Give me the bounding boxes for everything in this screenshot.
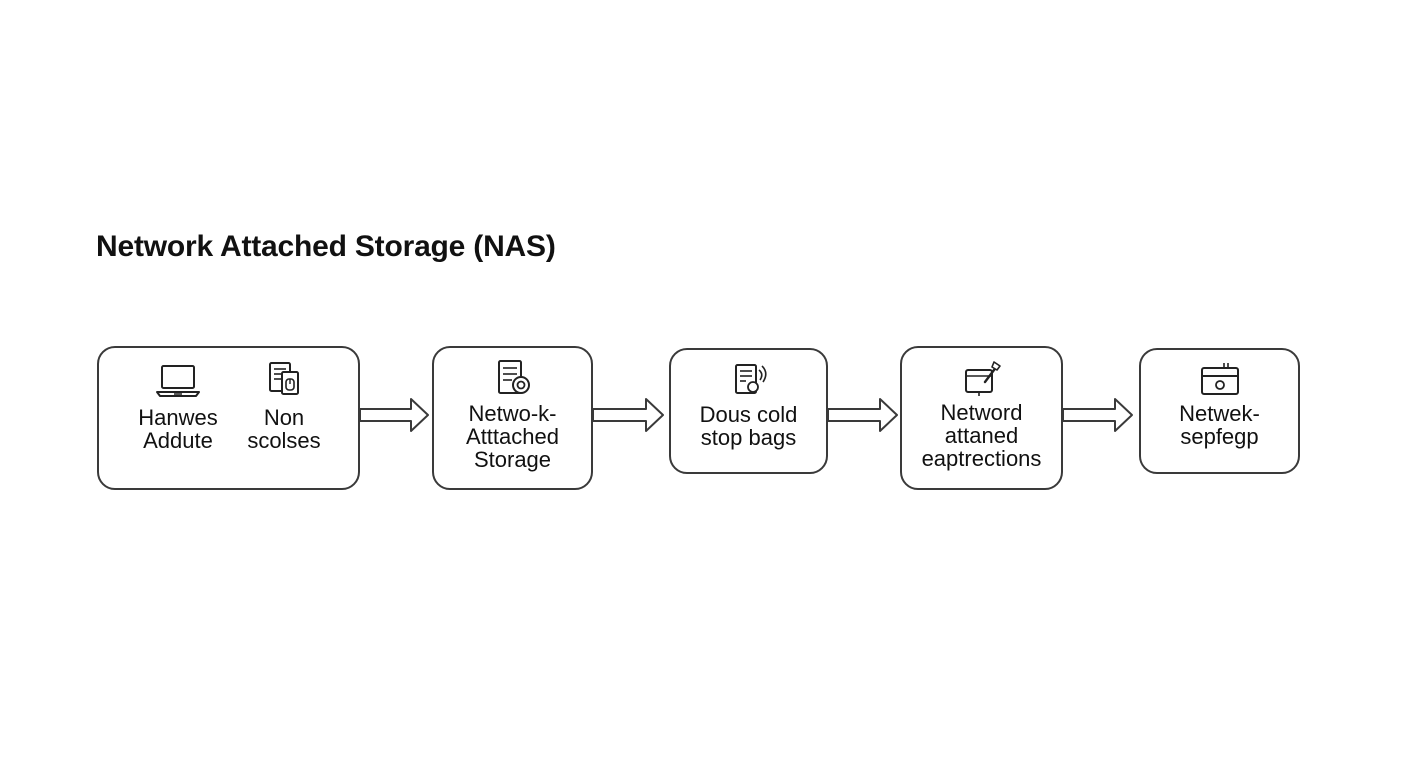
- storage-content: Dous cold stop bags: [669, 361, 828, 449]
- storage-label-line-1: Dous cold: [699, 402, 798, 427]
- document-signal-icon: [734, 364, 767, 394]
- nas-label-line-1: Netwo-k-: [468, 401, 557, 426]
- backup-label-line-2: sepfegp: [1180, 424, 1259, 449]
- client-label-line-1: Hanwes: [138, 405, 218, 430]
- nas-content: Netwo-k- Atttached Storage: [432, 358, 593, 471]
- flow-arrow: [359, 398, 429, 432]
- client-label-line-1: Non: [263, 405, 305, 430]
- client-item-documents: Non scolses: [224, 360, 344, 452]
- backup-label-line-1: Netwek-: [1179, 401, 1260, 426]
- flow-arrow: [1062, 398, 1133, 432]
- backup-content: Netwek- sepfegp: [1139, 360, 1300, 448]
- nas-label-line-3: Storage: [473, 447, 552, 472]
- node-clients: [97, 346, 360, 490]
- laptop-icon: [156, 365, 200, 397]
- monitor-wrench-icon: [964, 361, 1001, 396]
- storage-label-line-2: stop bags: [700, 425, 797, 450]
- documents-icon: [269, 362, 299, 395]
- diagram-title: Network Attached Storage (NAS): [96, 230, 556, 263]
- protection-label-line-1: Netword: [940, 400, 1023, 425]
- protection-content: Netword attaned eaptrections: [900, 360, 1063, 470]
- nas-label-line-2: Atttached: [466, 424, 559, 449]
- drive-unit-icon: [1200, 363, 1239, 395]
- client-label-line-2: scolses: [247, 428, 321, 453]
- protection-label-line-2: attaned: [944, 423, 1019, 448]
- protection-label-line-3: eaptrections: [921, 446, 1042, 471]
- client-label-line-2: Addute: [143, 428, 213, 453]
- flow-arrow: [827, 398, 898, 432]
- client-item-laptop: Hanwes Addute: [118, 362, 238, 452]
- flow-arrow: [592, 398, 664, 432]
- nas-device-icon: [497, 360, 530, 394]
